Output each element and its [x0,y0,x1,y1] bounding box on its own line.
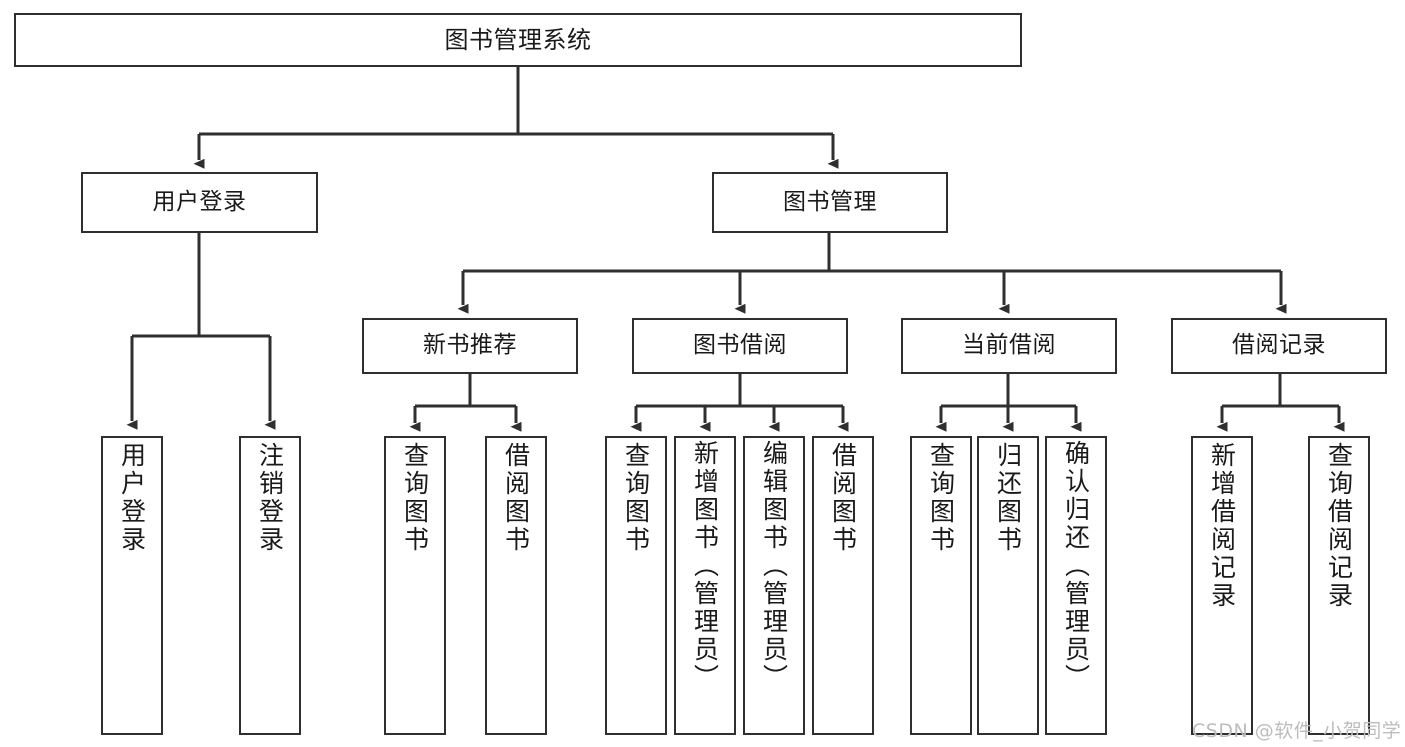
node-leaf-query-book-1-label: 查询图书 [400,442,430,554]
csdn-watermark: CSDN @软件_小贺同学 [1192,720,1402,742]
node-leaf-return-book[interactable]: 归还图书 [977,436,1039,735]
node-leaf-logout-login[interactable]: 注销登录 [239,436,301,735]
node-book-borrow[interactable]: 图书借阅 [632,318,848,374]
node-user-login[interactable]: 用户登录 [81,172,318,233]
node-leaf-query-record-label: 查询借阅记录 [1324,442,1354,610]
node-leaf-borrow-book-1-label: 借阅图书 [501,442,531,554]
node-leaf-user-login[interactable]: 用户登录 [101,436,163,735]
node-leaf-return-book-label: 归还图书 [993,442,1023,554]
node-leaf-edit-book-label: 编辑图书（管理员） [759,440,789,692]
node-leaf-confirm-return[interactable]: 确认归还（管理员） [1045,436,1107,735]
node-borrow-record-label: 借阅记录 [1232,332,1326,359]
node-leaf-borrow-book-2-label: 借阅图书 [828,442,858,554]
node-leaf-logout-login-label: 注销登录 [255,442,285,554]
node-borrow-record[interactable]: 借阅记录 [1171,318,1387,374]
node-leaf-add-book[interactable]: 新增图书（管理员） [674,436,736,735]
node-leaf-add-record-label: 新增借阅记录 [1207,442,1237,610]
node-book-management-label: 图书管理 [783,188,877,215]
node-leaf-query-book-3[interactable]: 查询图书 [910,436,972,735]
node-root-label: 图书管理系统 [444,25,592,54]
node-leaf-query-book-2[interactable]: 查询图书 [605,436,667,735]
node-book-borrow-label: 图书借阅 [693,332,787,359]
node-current-borrow[interactable]: 当前借阅 [901,318,1117,374]
node-user-login-label: 用户登录 [152,188,247,215]
node-current-borrow-label: 当前借阅 [962,332,1056,359]
node-leaf-user-login-label: 用户登录 [117,442,147,554]
node-leaf-borrow-book-2[interactable]: 借阅图书 [812,436,874,735]
node-new-book-recommend[interactable]: 新书推荐 [362,318,578,374]
node-new-book-recommend-label: 新书推荐 [423,332,517,359]
node-leaf-borrow-book-1[interactable]: 借阅图书 [485,436,547,735]
node-leaf-confirm-return-label: 确认归还（管理员） [1061,440,1091,692]
node-leaf-query-book-1[interactable]: 查询图书 [384,436,446,735]
node-leaf-query-book-2-label: 查询图书 [621,442,651,554]
node-root[interactable]: 图书管理系统 [14,13,1022,67]
node-leaf-add-record[interactable]: 新增借阅记录 [1191,436,1253,735]
node-leaf-query-record[interactable]: 查询借阅记录 [1308,436,1370,735]
node-leaf-edit-book[interactable]: 编辑图书（管理员） [743,436,805,735]
node-book-management[interactable]: 图书管理 [712,172,948,233]
node-leaf-query-book-3-label: 查询图书 [926,442,956,554]
node-leaf-add-book-label: 新增图书（管理员） [690,440,720,692]
